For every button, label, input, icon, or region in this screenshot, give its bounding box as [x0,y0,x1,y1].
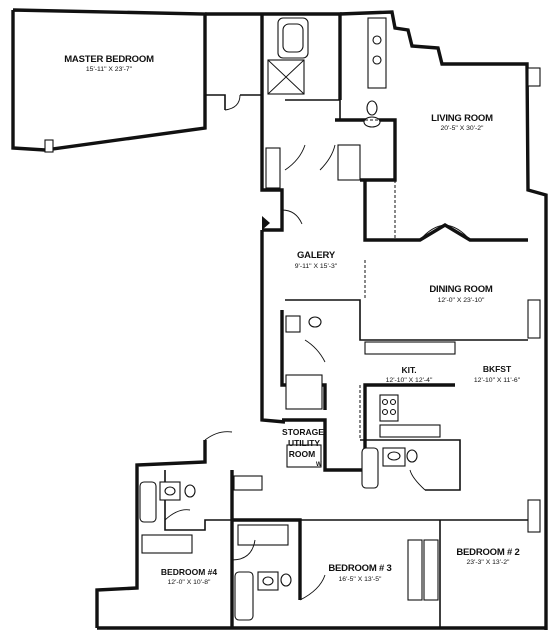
room-dining-room: DINING ROOM 12'-0" X 23'-10" [429,284,493,304]
dining-room-name: DINING ROOM [429,284,493,295]
kit-dims: 12'-10" X 12'-4" [386,377,433,384]
bedroom-2-name: BEDROOM # 2 [456,547,519,558]
room-bkfst: BKFST 12'-10" X 11'-6" [474,364,521,384]
master-bedroom-dims: 15'-11" X 23'-7" [86,66,133,73]
bathtub-icon [234,571,254,621]
living-room-dims: 20'-5" X 30'-2" [441,125,485,132]
bkfst-dims: 12'-10" X 11'-6" [474,377,521,384]
storage-name: STORAGE [282,427,324,437]
bedroom-2-dims: 23'-3" X 13'-2" [467,559,511,566]
toilet-icon [406,449,418,463]
galery-name: GALERY [297,250,336,261]
living-room-name: LIVING ROOM [431,113,493,124]
sink-icon [367,17,387,89]
room-bedroom-3: BEDROOM # 3 16'-5" X 13'-5" [328,563,391,583]
washer-mark: W [316,462,322,468]
bedroom-3-name: BEDROOM # 3 [328,563,391,574]
entry-arrow-icon [262,216,270,230]
bkfst-name: BKFST [483,364,512,374]
interior-walls [44,67,541,628]
room-galery: GALERY 9'-11" X 15'-3" [295,250,338,270]
door-swing-icon [164,94,471,601]
stove-icon [379,394,399,422]
bedroom-4-name: BEDROOM #4 [161,567,217,577]
kit-name: KIT. [401,365,416,375]
toilet-icon [285,315,322,333]
fixtures [139,17,456,621]
room-bedroom-4: BEDROOM #4 12'-0" X 10'-8" [161,567,217,586]
toilet-icon [280,573,292,587]
bathtub-icon [139,481,157,523]
room-bedroom-2: BEDROOM # 2 23'-3" X 13'-2" [456,547,519,566]
room-storage-utility: STORAGE UTILITY ROOM W [282,427,324,468]
bathtub-icon [361,447,379,489]
room-living-room: LIVING ROOM 20'-5" X 30'-2" [431,113,493,132]
bedroom-3-dims: 16'-5" X 13'-5" [339,576,383,583]
room-name-utility-line2: ROOM [289,449,315,459]
elevator-icon [267,59,305,95]
sink-icon [382,447,406,467]
utility-name: UTILITY [288,438,320,448]
room-master-bedroom: MASTER BEDROOM 15'-11" X 23'-7" [64,54,154,73]
toilet-icon [363,100,381,128]
dashed-lines [285,119,396,440]
galery-dims: 9'-11" X 15'-3" [295,263,338,270]
bedroom-4-dims: 12'-0" X 10'-8" [168,579,212,586]
toilet-icon [184,484,196,498]
master-bedroom-name: MASTER BEDROOM [64,54,154,65]
room-kit: KIT. 12'-10" X 12'-4" [386,365,433,384]
exterior-walls [11,8,548,630]
sink-icon [257,571,279,591]
sink-icon [159,481,181,501]
bathtub-icon [277,17,309,59]
dining-room-dims: 12'-0" X 23'-10" [438,297,485,304]
